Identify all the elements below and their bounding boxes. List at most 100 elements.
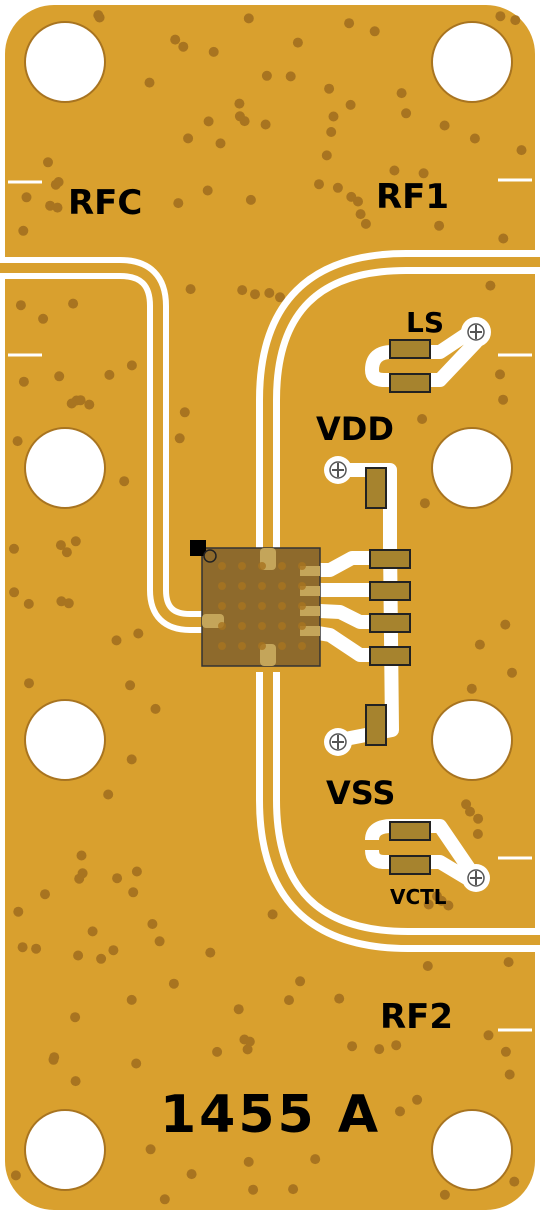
via [284,995,294,1006]
smd-pad [369,549,411,569]
smd-pad [369,646,411,666]
mounting-hole [24,427,106,509]
via [9,543,19,554]
via [126,360,137,371]
via [504,1069,515,1080]
rf1-trace [263,257,540,556]
ic-via [258,582,266,590]
via [461,799,472,810]
via [68,298,79,309]
via [159,1194,170,1205]
pin-label-vctl: VCTL [390,885,447,909]
via [439,120,450,131]
test-point-vdd [324,456,352,484]
via [389,165,400,176]
via [12,436,23,447]
via [145,1144,156,1155]
via [295,976,306,987]
ic-via [278,562,286,570]
via [503,957,514,968]
smd-pad [365,704,387,746]
pin1-marker [190,540,206,556]
via [125,680,136,691]
via [466,683,477,694]
mounting-holes [24,21,513,1191]
via [391,1040,402,1051]
via [334,993,345,1004]
via [347,1041,358,1052]
via [112,873,123,884]
ic-via [278,622,286,630]
via [395,1106,405,1117]
via [243,1156,254,1167]
via [10,1170,21,1181]
via [355,209,366,220]
test-point-vss [324,728,352,756]
ic-via [298,602,306,610]
via [396,88,407,99]
pin1-dot [203,549,217,563]
via [70,536,81,547]
smd-pad [389,855,431,875]
via [260,119,271,130]
ic-via [238,562,246,570]
via [70,1012,81,1023]
pin-label-ls: LS [406,306,444,339]
via [412,1094,423,1105]
via-field [9,10,527,1205]
ic-via [278,642,286,650]
edge-gaps [8,178,532,1032]
via [509,1176,520,1187]
port-label-rf2: RF2 [380,997,453,1037]
via [73,950,84,961]
via [119,476,130,487]
via [261,70,272,81]
via [345,99,356,110]
via [103,789,114,800]
via [178,41,189,52]
via [111,635,122,646]
ic-via [218,642,226,650]
via [275,292,285,303]
via [104,369,115,380]
via [418,168,429,179]
via [55,540,66,551]
via [500,1046,511,1057]
ic-via [238,582,246,590]
via [203,116,214,127]
via [469,133,480,144]
via [31,943,42,954]
mounting-hole [24,1109,106,1191]
via [168,978,179,989]
via [76,850,87,861]
via [94,12,105,23]
via [38,313,49,324]
via [510,15,521,26]
via [212,1046,223,1057]
via [108,945,119,956]
via [186,1169,197,1180]
via [360,218,371,229]
via [24,678,34,689]
smd-pads [365,339,431,875]
ic-via [258,602,266,610]
via [321,150,332,161]
via [205,947,216,958]
via [292,37,303,48]
via [483,1030,494,1041]
via [401,108,412,119]
via [472,829,483,839]
ic-via [298,582,306,590]
via [344,18,355,29]
via [326,127,337,137]
via [374,1044,385,1055]
ic-ground-vias [218,562,306,650]
via [87,926,98,937]
port-label-rf1: RF1 [376,177,449,217]
mounting-hole [24,699,106,781]
ic-via [298,642,306,650]
via [417,414,428,424]
via [264,288,275,298]
pin-label-vdd: VDD [316,410,394,448]
port-label-rfc: RFC [68,183,142,223]
